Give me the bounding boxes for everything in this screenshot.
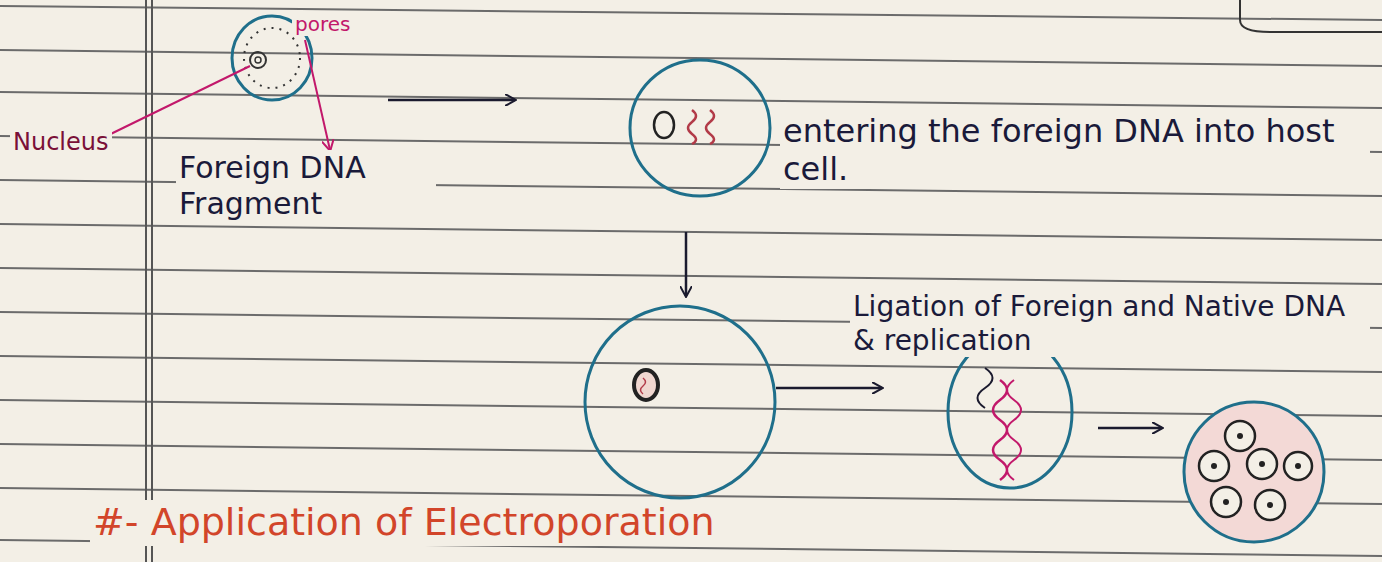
label: pores (292, 12, 353, 36)
label: Ligation of Foreign and Native DNA & rep… (850, 290, 1370, 357)
label: #- Application of Electroporation (90, 500, 718, 546)
label: entering the foreign DNA into host cell. (780, 112, 1370, 189)
margin-line (146, 0, 152, 562)
leader-line (305, 40, 330, 150)
label: Foreign DNA Fragment (176, 150, 436, 222)
ruled-lines (0, 6, 1382, 556)
margin-doodle (1240, 0, 1382, 32)
arrow (776, 387, 882, 390)
host-cell (630, 60, 770, 196)
arrow (685, 232, 688, 296)
replicated-cells (1184, 402, 1324, 542)
arrow (1098, 427, 1162, 430)
label: Nucleus (10, 128, 112, 157)
arrow (388, 99, 515, 102)
host-cell (585, 306, 775, 498)
ligation-cell (948, 336, 1072, 488)
